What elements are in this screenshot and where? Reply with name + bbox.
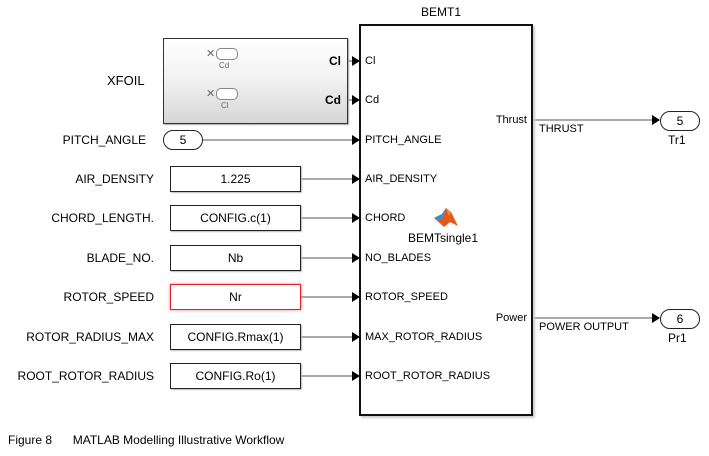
constant-block-rotor-radius-max[interactable]: CONFIG.Rmax(1) (170, 324, 301, 350)
bemt-port-max-rotor-radius: MAX_ROTOR_RADIUS (365, 331, 483, 343)
matlab-logo-icon (434, 208, 458, 227)
arrow-cl (352, 56, 360, 66)
constant-block-chord[interactable]: CONFIG.c(1) (170, 205, 301, 231)
from-block-pitch-angle[interactable]: 5 (163, 130, 203, 150)
input-label-chord-length: CHORD_LENGTH. (51, 211, 154, 225)
constant-block-air-density[interactable]: 1.225 (170, 166, 301, 192)
input-label-root-rotor-radius: ROOT_ROTOR_RADIUS (17, 369, 154, 383)
arrow-pitch (352, 135, 360, 145)
input-label-rotor-radius-max: ROTOR_RADIUS_MAX (26, 330, 154, 344)
signal-label-power-output: POWER OUTPUT (539, 321, 629, 333)
xfoil-label: XFOIL (107, 73, 145, 88)
arrow-blades (352, 253, 360, 263)
outport-name-pr1: Pr1 (668, 331, 687, 345)
input-label-blade-no: BLADE_NO. (86, 251, 154, 265)
outport-power[interactable]: 6 (660, 309, 700, 329)
xfoil-output-cl: Cl (329, 54, 341, 68)
xfoil-output-cd: Cd (325, 93, 341, 107)
signal-label-thrust: THRUST (539, 123, 584, 135)
xfoil-subsystem-block[interactable]: ✕ Cd ✕ Cl Cl Cd (163, 38, 348, 124)
xfoil-internal-tag-cl: Cl (221, 101, 229, 110)
arrow-ro (352, 371, 360, 381)
outport-thrust[interactable]: 5 (660, 111, 700, 131)
from-tag-icon (216, 48, 238, 60)
goto-x-icon: ✕ (206, 48, 216, 60)
bemt-port-air-density: AIR_DENSITY (365, 173, 438, 185)
bemt-port-power: Power (495, 312, 527, 324)
bemt-port-cd: Cd (365, 94, 380, 106)
bemt-port-pitch-angle: PITCH_ANGLE (365, 134, 442, 146)
bemt-port-root-rotor-radius: ROOT_ROTOR_RADIUS (365, 370, 491, 382)
constant-block-blade-no[interactable]: Nb (170, 245, 301, 271)
arrow-rotor-speed (352, 292, 360, 302)
bemt-port-thrust: Thrust (495, 114, 527, 126)
arrow-rmax (352, 332, 360, 342)
arrow-cd (352, 95, 360, 105)
bemt-block-title: BEMT1 (421, 5, 462, 19)
bemt-port-cl: Cl (365, 55, 376, 67)
goto-x-icon: ✕ (206, 88, 216, 100)
figure-caption: Figure 8 MATLAB Modelling Illustrative W… (8, 433, 284, 447)
bemt-port-no-blades: NO_BLADES (365, 252, 432, 264)
from-tag-icon (216, 88, 238, 100)
bemt-function-name: BEMTsingle1 (408, 231, 479, 245)
input-label-pitch-angle: PITCH_ANGLE (62, 133, 146, 147)
input-label-rotor-speed: ROTOR_SPEED (63, 290, 154, 304)
bemt-matlab-function-block[interactable]: Cl Cd PITCH_ANGLE AIR_DENSITY CHORD NO_B… (359, 24, 533, 416)
bemt-port-chord: CHORD (365, 212, 406, 224)
constant-block-root-rotor-radius[interactable]: CONFIG.Ro(1) (170, 363, 301, 389)
input-label-air-density: AIR_DENSITY (75, 172, 154, 186)
arrow-air-density (352, 174, 360, 184)
outport-name-tr1: Tr1 (668, 133, 686, 147)
arrow-chord (352, 213, 360, 223)
constant-block-rotor-speed[interactable]: Nr (170, 284, 301, 310)
figure-title: MATLAB Modelling Illustrative Workflow (72, 433, 285, 447)
arrow-thrust (652, 115, 660, 125)
arrow-power (652, 313, 660, 323)
figure-number: Figure 8 (8, 433, 53, 447)
xfoil-internal-tag-cd: Cd (219, 61, 230, 70)
bemt-port-rotor-speed: ROTOR_SPEED (365, 291, 448, 303)
